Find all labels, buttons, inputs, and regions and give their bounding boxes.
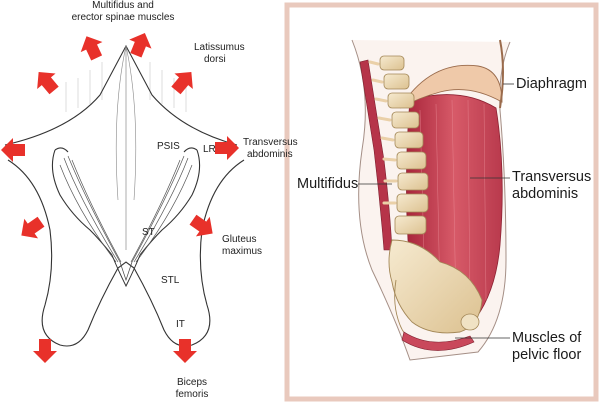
label-latissimus: Latissumus dorsi [194,42,245,66]
label-transversus-left-line1: Transversus [243,137,298,148]
label-transversus-right-line2: abdominis [512,186,579,202]
pelvic-floor-muscle [401,331,475,351]
label-stl: STL [161,275,180,286]
pubic-symphysis [460,313,480,331]
arrow-up-left-icon [75,31,108,64]
label-pelvic-floor-line1: Muscles of [512,330,582,346]
label-multifidus-erector-line1: Multifidus and [92,0,154,11]
arrow-lower-right-icon [186,209,220,244]
label-multifidus-erector-line2: erector spinae muscles [71,12,175,23]
label-latissimus-line1: Latissumus [194,42,245,53]
leader-lines [358,83,514,339]
label-transversus-right-line1: Transversus [512,169,592,185]
diaphragm-shape [399,64,503,109]
label-latissimus-line2: dorsi [204,54,226,65]
label-psis: PSIS [157,141,180,152]
label-diaphragm: Diaphragm [516,76,587,92]
ligament-right [130,155,193,263]
traction-arrows [1,28,239,363]
label-biceps-line1: Biceps [176,377,207,388]
arrow-down-left-icon [33,339,57,363]
pelvis-outline [7,159,245,347]
label-pelvic-floor-line2: pelvic floor [512,347,582,363]
label-gluteus-line2: maximus [222,246,263,257]
ligament-left [59,155,122,263]
label-gluteus: Gluteus maximus [222,234,262,258]
spine [379,55,429,235]
label-transversus-left: Transversus abdominis [243,137,298,161]
label-st: ST [142,227,155,238]
arrow-upper-left-icon [29,64,64,99]
right-panel [284,2,599,402]
label-lr: LR [203,144,216,155]
label-biceps: Biceps femoris [168,377,216,401]
label-gluteus-line1: Gluteus [222,234,257,245]
arrow-left-icon [1,138,25,162]
arrow-up-right-icon [124,28,156,60]
label-biceps-line2: femoris [175,389,209,400]
spinous-processes [368,60,398,205]
label-multifidus-erector: Multifidus and erector spinae muscles [69,0,177,24]
label-transversus-right: Transversus abdominis [512,169,591,203]
label-transversus-left-line2: abdominis [247,149,293,160]
arrow-down-right-icon [173,339,197,363]
hatching [65,62,187,112]
left-panel [1,28,245,363]
label-multifidus: Multifidus [297,176,359,192]
arrow-lower-left-icon [14,211,48,246]
label-it: IT [176,319,185,330]
label-pelvic-floor: Muscles of pelvic floor [512,330,581,364]
pelvis-bone [388,239,483,334]
arrow-upper-right-icon [166,64,201,99]
